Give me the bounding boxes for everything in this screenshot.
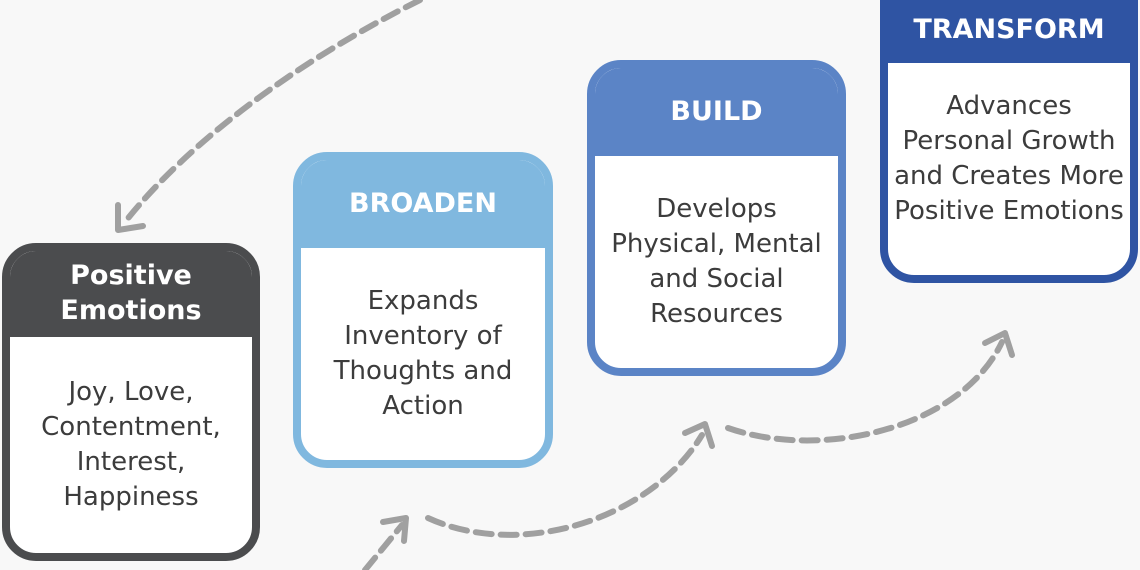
step-title: BUILD: [595, 68, 838, 156]
arrow-to-broaden: [362, 522, 405, 570]
step-title: TRANSFORM: [888, 0, 1130, 63]
arrowhead-icon: [982, 330, 1015, 358]
step-text: Advances Personal Growth and Creates Mor…: [894, 91, 1124, 226]
arrowhead-icon: [682, 421, 715, 449]
step-positive-emotions: Positive Emotions Joy, Love, Contentment…: [2, 243, 260, 561]
arrowhead-icon: [380, 515, 409, 544]
step-text: Expands Inventory of Thoughts and Action: [333, 286, 513, 421]
step-text: Joy, Love, Contentment, Interest, Happin…: [41, 377, 221, 512]
step-build: BUILD Develops Physical, Mental and Soci…: [587, 60, 846, 376]
arrow-to-transform: [725, 339, 1005, 444]
arrow-to-build: [425, 432, 705, 538]
step-text: Develops Physical, Mental and Social Res…: [611, 194, 822, 329]
arrowhead-icon: [115, 202, 146, 233]
return-arrow: [122, 0, 423, 225]
step-title: BROADEN: [301, 160, 545, 248]
step-title: Positive Emotions: [10, 251, 252, 337]
step-transform: TRANSFORM Advances Personal Growth and C…: [880, 0, 1138, 283]
step-broaden: BROADEN Expands Inventory of Thoughts an…: [293, 152, 553, 468]
